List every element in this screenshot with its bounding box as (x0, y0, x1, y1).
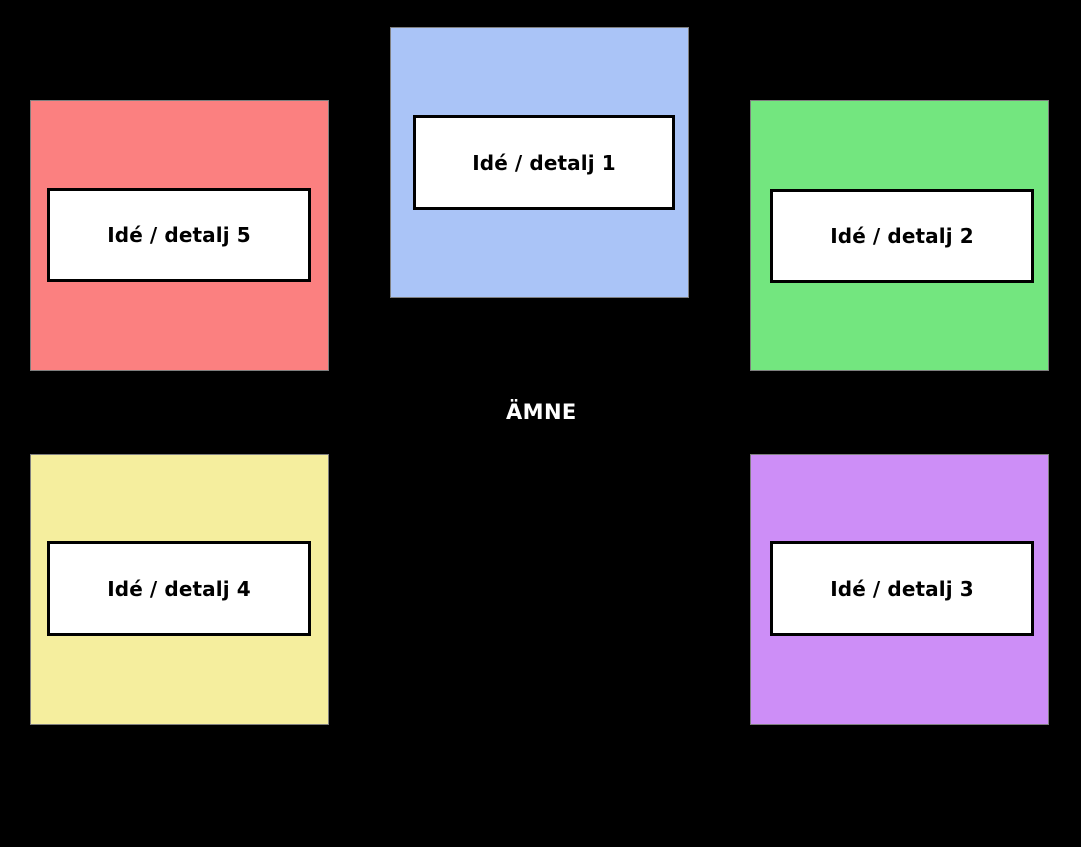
center-topic-label: ÄMNE (506, 400, 577, 424)
idea-card-2[interactable]: Idé / detalj 2 (770, 189, 1034, 283)
idea-card-1[interactable]: Idé / detalj 1 (413, 115, 675, 210)
idea-card-5-label: Idé / detalj 5 (107, 223, 251, 247)
idea-card-4[interactable]: Idé / detalj 4 (47, 541, 311, 636)
idea-card-1-label: Idé / detalj 1 (472, 150, 616, 175)
idea-card-3-label: Idé / detalj 3 (830, 576, 974, 601)
idea-card-4-label: Idé / detalj 4 (107, 576, 251, 601)
idea-card-5[interactable]: Idé / detalj 5 (47, 188, 311, 282)
idea-card-3[interactable]: Idé / detalj 3 (770, 541, 1034, 636)
idea-card-2-label: Idé / detalj 2 (830, 224, 974, 248)
